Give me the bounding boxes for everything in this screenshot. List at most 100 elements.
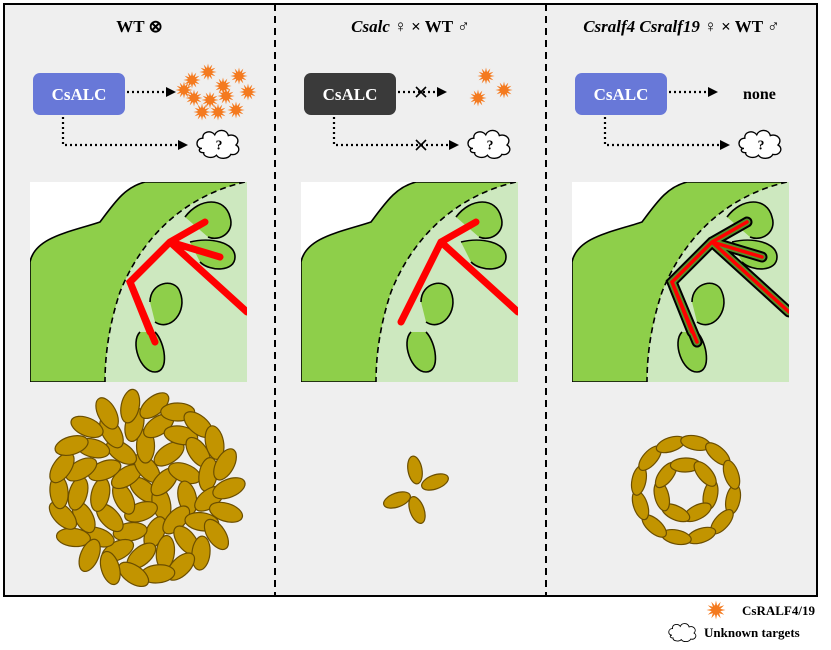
csalc-label: CsALC [52, 85, 107, 104]
dotted-elbow-arrow [332, 117, 451, 147]
pollen-grain [693, 460, 717, 487]
ralf-star [209, 103, 227, 121]
cloud-icon: ? [196, 129, 240, 159]
pollen-grain [421, 473, 449, 491]
cloud-icon [668, 623, 697, 643]
ralf-star [706, 600, 726, 620]
embryo-sac-boundary [375, 182, 517, 382]
top-target [469, 67, 513, 107]
pollen-tube [125, 218, 247, 346]
pollen-grains [48, 388, 246, 588]
top-target: none [743, 86, 776, 103]
panel-2: Csalc ♀ × WT ♂ CsALC? [275, 4, 546, 596]
csalc-box-bg [33, 73, 125, 115]
synergid-lobe [149, 282, 183, 326]
pollen-grain [407, 455, 423, 485]
arrow-head [166, 87, 176, 97]
unknown-target-mark: ? [487, 137, 494, 152]
pollen-grain [78, 538, 101, 573]
pollen-grain [139, 392, 170, 420]
ovule-art [301, 182, 518, 382]
title-part: ⊗ [149, 17, 163, 36]
ovule-section [30, 182, 247, 382]
pollen-grain [208, 501, 244, 523]
synergid-lobe [460, 239, 507, 270]
ralf-star [201, 91, 219, 109]
title-part: Csralf4 Csralf19 [583, 17, 700, 36]
synergid-lobe [691, 282, 725, 326]
ralf-star [239, 83, 257, 101]
pollen-grain [118, 561, 150, 588]
top-target [175, 63, 257, 121]
ralf-star [175, 81, 193, 99]
pollen-grain [70, 415, 104, 439]
unknown-target-mark: ? [758, 137, 765, 152]
csalc-label: CsALC [323, 85, 378, 104]
csalc-box-bg [575, 73, 667, 115]
cloud-icon [668, 623, 697, 643]
legend: CsRALF4/19 Unknown targets [668, 600, 815, 643]
synergid-lobe [420, 282, 454, 326]
ovule-art [572, 182, 789, 382]
csalc-box-bg [304, 73, 396, 115]
pollen-grains [383, 455, 449, 524]
legend-item-unknown: Unknown targets [668, 623, 800, 643]
arrow-head [708, 87, 718, 97]
title-part: ♀ × WT ♂ [390, 17, 470, 36]
panel-title: WT ⊗ [116, 17, 163, 36]
dotted-elbow-arrow [61, 117, 180, 147]
ralf-star [495, 81, 513, 99]
pollen-grain [212, 477, 246, 500]
panel-3: Csralf4 Csralf19 ♀ × WT ♂ CsALC none? [546, 4, 817, 596]
cloud-icon: ? [738, 129, 782, 159]
panel-title: Csralf4 Csralf19 ♀ × WT ♂ [583, 17, 780, 36]
cloud-outline [738, 129, 782, 159]
arrow-head [449, 140, 459, 150]
pollen-grain [120, 388, 141, 424]
ralf-star [185, 89, 203, 107]
ralf-star [469, 89, 487, 107]
pollen-grain [722, 459, 741, 490]
synergid-lobe [406, 331, 437, 373]
figure-frame [3, 3, 818, 597]
arrow-head [720, 140, 730, 150]
panels: WT ⊗CsALC?Csalc ♀ × WT ♂CsALC?Csralf4 Cs… [3, 3, 818, 597]
ralf-star [193, 103, 211, 121]
pollen-grain [213, 448, 237, 481]
ovule-art [30, 182, 247, 382]
csalc-box: CsALC [304, 73, 396, 115]
embryo-sac-boundary [104, 182, 246, 382]
legend-label-unknown: Unknown targets [704, 625, 800, 640]
ovule-section [572, 182, 789, 382]
pollen-grain [99, 550, 121, 586]
ovule-section [301, 182, 518, 382]
ralf-star-icon [706, 600, 726, 620]
panel-title: Csalc ♀ × WT ♂ [351, 17, 470, 36]
title-part: Csalc [351, 17, 390, 36]
ralf-star [477, 67, 495, 85]
pollen-grain [95, 397, 119, 430]
legend-item-ralf: CsRALF4/19 [706, 600, 815, 620]
legend-label-ralf: CsRALF4/19 [742, 603, 815, 618]
title-part: WT [116, 17, 148, 36]
cloud-icon: ? [467, 129, 511, 159]
ralf-star [217, 87, 235, 105]
pollen-grain [191, 535, 211, 571]
pollen-grain [408, 496, 426, 524]
arrow-head [437, 87, 447, 97]
cloud-outline [196, 129, 240, 159]
ralf-star [227, 101, 245, 119]
block-cross [415, 86, 427, 98]
ralf-star [214, 77, 232, 95]
csalc-box: CsALC [33, 73, 125, 115]
pollen-grain [54, 435, 89, 456]
ralf-star [199, 63, 217, 81]
ralf-star [183, 71, 201, 89]
panel-1: WT ⊗ CsALC? [4, 4, 275, 596]
block-cross [415, 139, 427, 151]
dotted-elbow-arrow [603, 117, 722, 147]
pollen-grain [383, 491, 411, 509]
csalc-box: CsALC [575, 73, 667, 115]
pollen-grain [65, 457, 98, 482]
arrow-head [178, 140, 188, 150]
